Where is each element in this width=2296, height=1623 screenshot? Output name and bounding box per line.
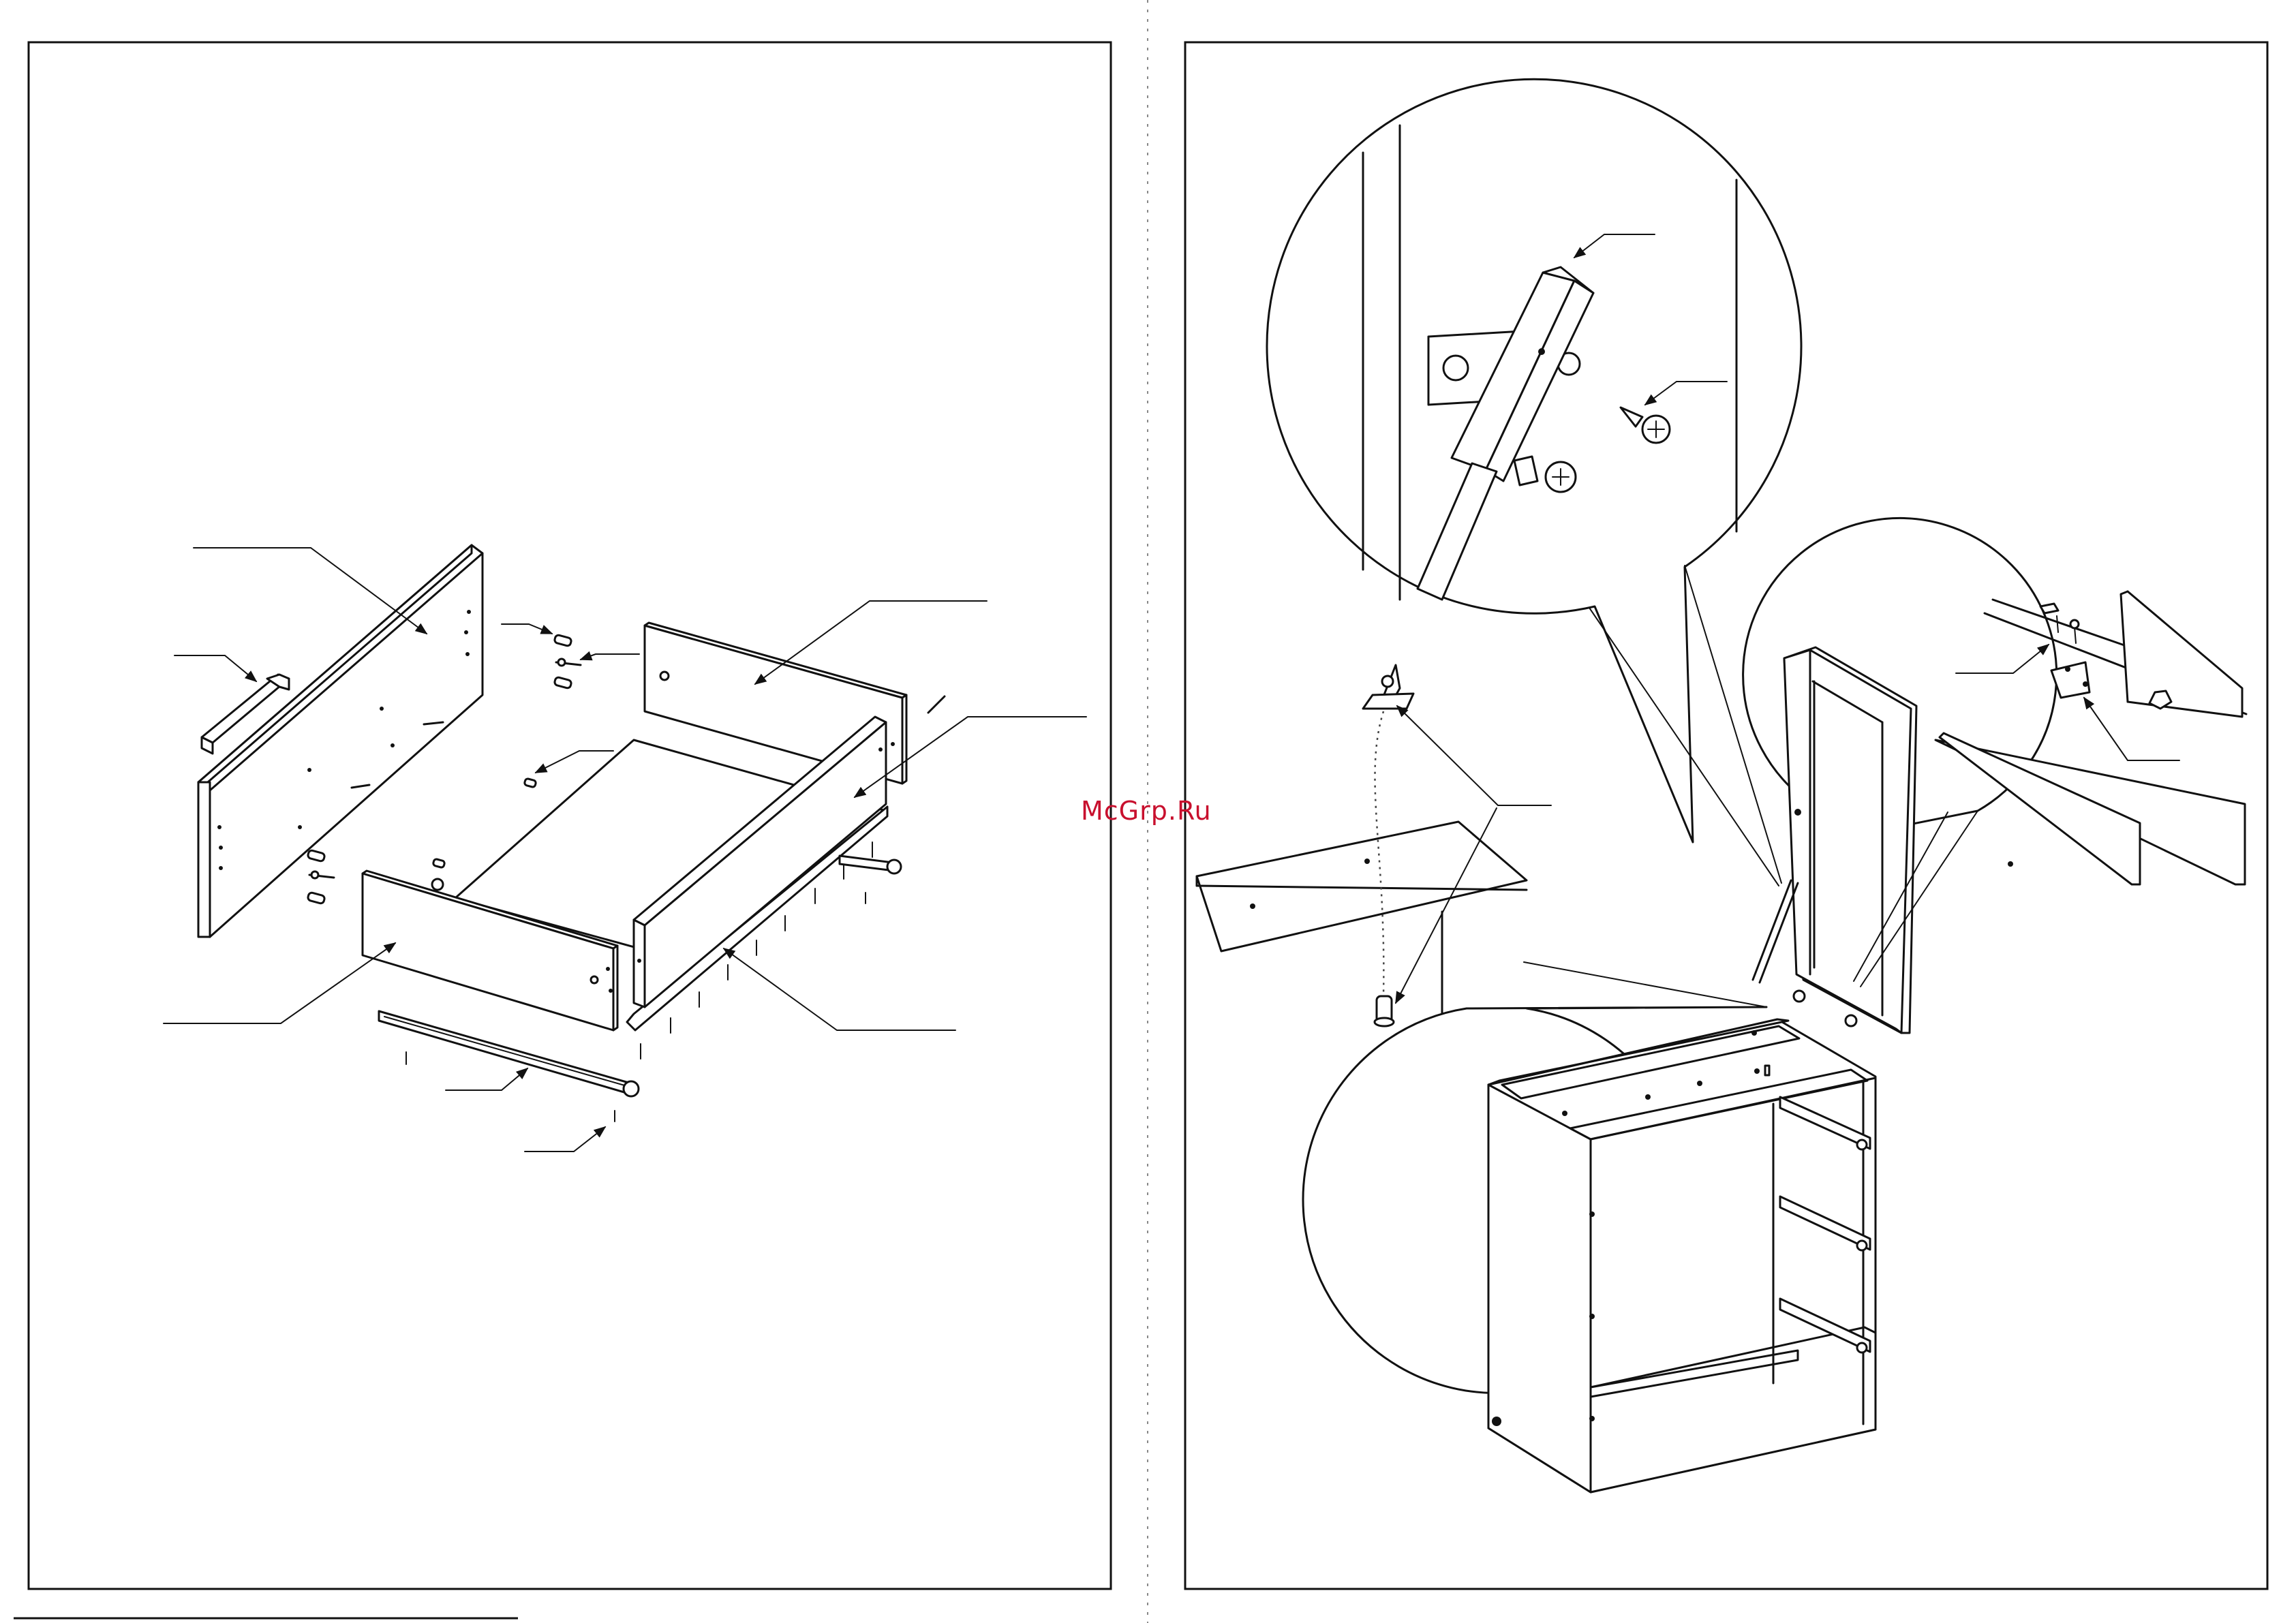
drawer-assembly [164,545,1086,1151]
cabinet-carcass [1488,1019,1876,1492]
drawer-front-panel [198,545,483,937]
detail-circle-runner [1267,79,1801,842]
watermark-text: McGrp.Ru [1081,796,1212,826]
